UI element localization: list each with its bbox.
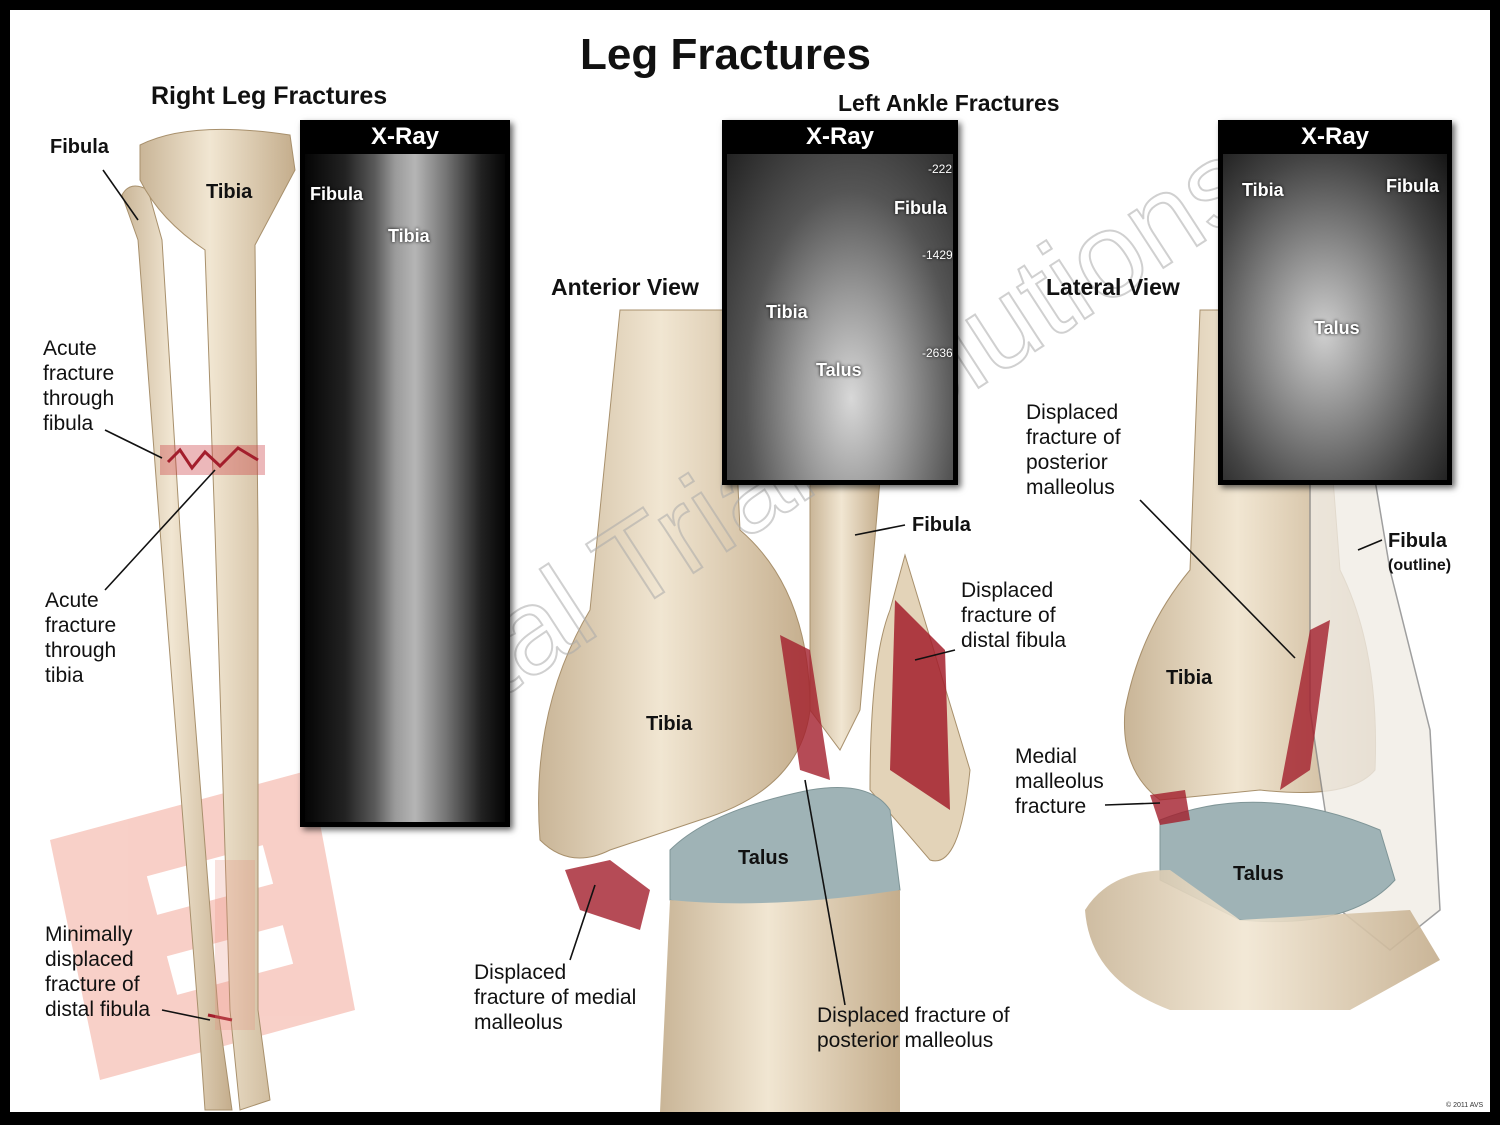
right-tibia-bone — [139, 128, 296, 1111]
xray3-fibula-label: Fibula — [1386, 176, 1439, 196]
lateral-tibia-label: Tibia — [1166, 667, 1213, 689]
xray3-tibia-label: Tibia — [1242, 180, 1284, 200]
anterior-tibia-label: Tibia — [646, 713, 693, 735]
anterior-view-heading: Anterior View — [551, 274, 699, 300]
lateral-view-heading: Lateral View — [1046, 274, 1180, 300]
anterior-talus-label: Talus — [738, 847, 789, 869]
anterior-tibia-bone — [538, 309, 811, 859]
illustration-frame: Total Trial Solutions Leg Fractures Righ… — [10, 10, 1490, 1112]
xray1-fibula-label: Fibula — [310, 184, 363, 204]
xray1-tibia-label: Tibia — [388, 226, 430, 246]
xray-header: X-Ray — [1300, 123, 1370, 150]
lateral-fibula-outline-label: Fibula (outline) — [1388, 530, 1452, 574]
lateral-talus-label: Talus — [1233, 863, 1284, 885]
xray2-mark-3: -2636 — [922, 346, 953, 360]
xray3-talus-label: Talus — [1314, 318, 1360, 338]
xray2-mark-1: -222 — [928, 162, 953, 176]
left-ankle-heading: Left Ankle Fractures — [838, 90, 1060, 116]
right-leg-tibia-label: Tibia — [206, 181, 253, 203]
xray2-fibula-label: Fibula — [894, 198, 947, 218]
xray-header: X-Ray — [805, 123, 875, 150]
right-leg-fibula-label: Fibula — [50, 136, 109, 158]
xray2-mark-2: -1429 — [922, 248, 953, 262]
anterior-fibula-label: Fibula — [912, 514, 971, 536]
xray2-talus-label: Talus — [816, 360, 862, 380]
xray-right-leg: X-Ray Fibula Tibia — [300, 120, 510, 827]
page-title: Leg Fractures — [580, 30, 871, 79]
right-leg-heading: Right Leg Fractures — [151, 82, 388, 110]
copyright-notice: © 2011 AVS — [1446, 1102, 1484, 1109]
xray2-tibia-label: Tibia — [766, 302, 808, 322]
xray-anterior-ankle: X-Ray Fibula Tibia Talus -222 -1429 -263… — [722, 120, 958, 485]
xray-header: X-Ray — [370, 123, 440, 150]
xray-lateral-ankle: X-Ray Tibia Fibula Talus — [1218, 120, 1452, 485]
